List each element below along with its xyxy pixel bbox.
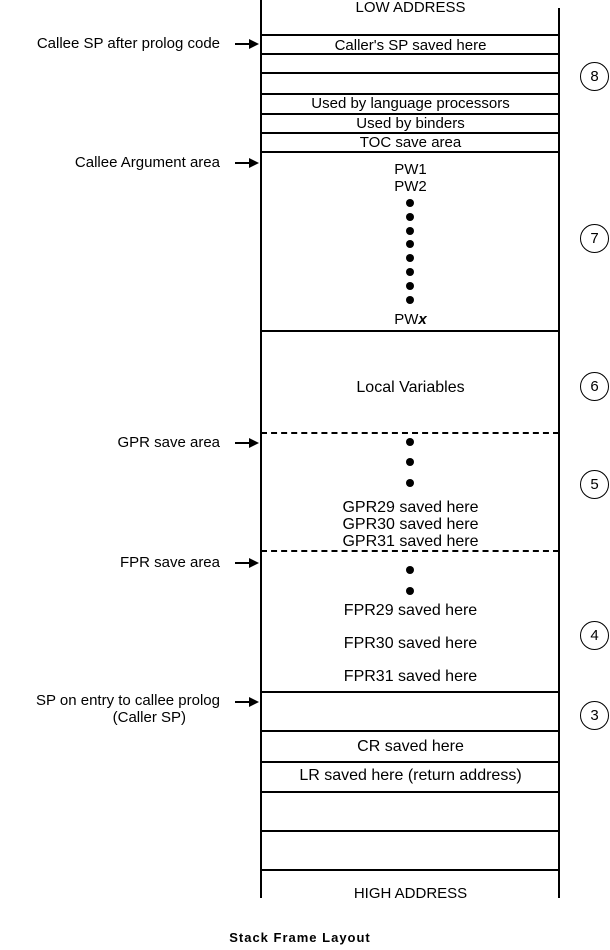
high-address-label: HIGH ADDRESS [353,885,468,902]
divider-dashed [261,432,559,434]
callee-argument-label: Callee Argument area [74,154,220,171]
divider [261,869,559,871]
divider [261,93,559,95]
ellipsis-dot [406,296,414,304]
low-address-label: LOW ADDRESS [355,0,466,16]
ellipsis-dot [406,268,414,276]
lr-saved-cell: LR saved here (return address) [299,767,522,784]
right-arrow-icon [235,697,259,707]
binders-cell: Used by binders [356,115,465,132]
divider [261,730,559,732]
divider [261,691,559,693]
right-arrow-icon [235,39,259,49]
right-arrow-icon [235,158,259,168]
ellipsis-dot [406,240,414,248]
divider [261,132,559,134]
ellipsis-dot [406,587,414,595]
sp-entry-label-line2: (Caller SP) [112,709,186,726]
local-variables-cell: Local Variables [356,379,465,396]
ellipsis-dot [406,199,414,207]
gpr-save-area-label: GPR save area [117,434,220,451]
pw2-label: PW2 [394,178,427,195]
divider [261,72,559,74]
fpr29-label: FPR29 saved here [343,602,478,619]
pwx-label: PWx [262,311,559,328]
right-arrow-icon [235,438,259,448]
marker-4: 4 [580,621,609,650]
divider [261,761,559,763]
fpr-save-area-label: FPR save area [119,554,220,571]
ellipsis-dot [406,282,414,290]
divider [261,53,559,55]
divider [261,330,559,332]
figure-caption: Stack Frame Layout [229,930,371,945]
marker-5: 5 [580,470,609,499]
marker-6: 6 [580,372,609,401]
ellipsis-dot [406,213,414,221]
pwx-prefix: PW [394,311,419,328]
frame-right-border [558,8,560,898]
divider [261,791,559,793]
ellipsis-dot [406,227,414,235]
gpr31-label: GPR31 saved here [342,533,479,550]
marker-7: 7 [580,224,609,253]
pwx-suffix: x [418,311,427,328]
ellipsis-dot [406,566,414,574]
callee-sp-label: Callee SP after prolog code [36,35,220,52]
callers-sp-cell: Caller's SP saved here [334,37,487,54]
ellipsis-dot [406,458,414,466]
toc-save-cell: TOC save area [359,134,462,151]
ellipsis-dot [406,438,414,446]
fpr31-label: FPR31 saved here [343,668,478,685]
frame-left-border [260,0,262,898]
language-processors-cell: Used by language processors [311,95,510,112]
divider-dashed [261,550,559,552]
ellipsis-dot [406,254,414,262]
divider [261,34,559,36]
fpr30-label: FPR30 saved here [343,635,478,652]
sp-entry-label-line1: SP on entry to callee prolog [35,692,220,709]
gpr30-label: GPR30 saved here [342,516,479,533]
divider [261,151,559,153]
cr-saved-cell: CR saved here [357,738,464,755]
ellipsis-dot [406,479,414,487]
divider [261,113,559,115]
marker-3: 3 [580,701,609,730]
right-arrow-icon [235,558,259,568]
marker-8: 8 [580,62,609,91]
divider [261,830,559,832]
gpr29-label: GPR29 saved here [342,499,479,516]
pw1-label: PW1 [394,161,427,178]
